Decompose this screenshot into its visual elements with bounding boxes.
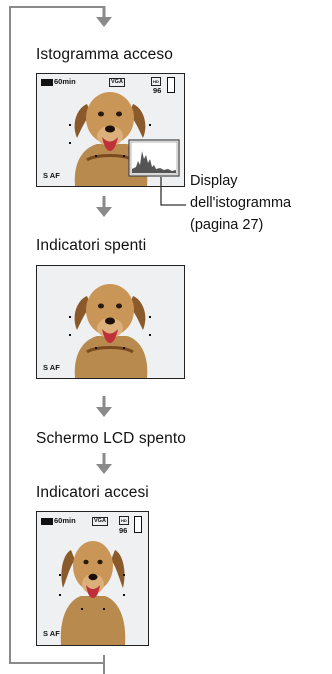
flow-line-bottom bbox=[9, 662, 104, 664]
flow-line-left bbox=[9, 6, 11, 664]
af-frame-dot bbox=[123, 594, 125, 596]
step-label-indicators-on: Indicatori accesi bbox=[36, 484, 149, 501]
battery-icon bbox=[41, 78, 53, 86]
af-frame-dot bbox=[95, 155, 97, 157]
image-size-badge: VGA bbox=[92, 517, 108, 526]
af-frame-dot bbox=[69, 142, 71, 144]
down-arrow-icon bbox=[96, 6, 112, 27]
af-frame-dot bbox=[123, 347, 125, 349]
af-frame-dot bbox=[59, 574, 61, 576]
af-frame-dot bbox=[69, 124, 71, 126]
down-arrow-icon bbox=[96, 453, 112, 474]
down-arrow-icon bbox=[96, 396, 112, 417]
af-frame-dot bbox=[69, 316, 71, 318]
af-frame-dot bbox=[81, 608, 83, 610]
image-size-badge: VGA bbox=[109, 78, 125, 87]
flow-line-top bbox=[9, 6, 104, 8]
battery-icon bbox=[41, 517, 53, 525]
memory-card-icon: HD bbox=[119, 516, 129, 525]
af-frame-dot bbox=[59, 594, 61, 596]
af-frame-dot bbox=[123, 574, 125, 576]
remaining-shots: 96 bbox=[153, 86, 162, 95]
af-frame-dot bbox=[149, 334, 151, 336]
focus-mode-label: S AF bbox=[43, 363, 60, 372]
flow-line-bottom-stub bbox=[103, 655, 105, 674]
step-label-lcd-off: Schermo LCD spento bbox=[36, 430, 186, 447]
histogram-display bbox=[128, 139, 180, 177]
af-frame-dot bbox=[103, 608, 105, 610]
lcd-screen-histogram: 60min VGA HD 96 S AF bbox=[36, 73, 185, 187]
remaining-shots: 96 bbox=[119, 526, 128, 535]
media-icon bbox=[167, 77, 175, 93]
memory-card-icon: HD bbox=[151, 77, 161, 86]
media-icon bbox=[134, 516, 142, 533]
af-frame-dot bbox=[69, 334, 71, 336]
af-frame-dot bbox=[149, 124, 151, 126]
histogram-callout-line1: Display bbox=[190, 173, 238, 189]
af-frame-dot bbox=[123, 155, 125, 157]
focus-mode-label: S AF bbox=[43, 171, 60, 180]
af-frame-dot bbox=[149, 316, 151, 318]
focus-mode-label: S AF bbox=[43, 629, 60, 638]
histogram-callout-line3: (pagina 27) bbox=[190, 217, 264, 233]
battery-remaining: 60min bbox=[41, 77, 76, 86]
dog-photo bbox=[37, 512, 148, 645]
step-label-indicators-off: Indicatori spenti bbox=[36, 237, 147, 254]
battery-remaining: 60min bbox=[41, 516, 76, 525]
down-arrow-icon bbox=[96, 196, 112, 217]
step-label-histogram-on: Istogramma acceso bbox=[36, 46, 173, 63]
callout-leader-line bbox=[160, 177, 186, 206]
af-frame-dot bbox=[95, 347, 97, 349]
lcd-screen-indicators-on: 60min VGA HD 96 S AF bbox=[36, 511, 149, 646]
dog-photo bbox=[37, 266, 184, 378]
histogram-callout-line2: dell'istogramma bbox=[190, 195, 292, 211]
lcd-screen-indicators-off: S AF bbox=[36, 265, 185, 379]
